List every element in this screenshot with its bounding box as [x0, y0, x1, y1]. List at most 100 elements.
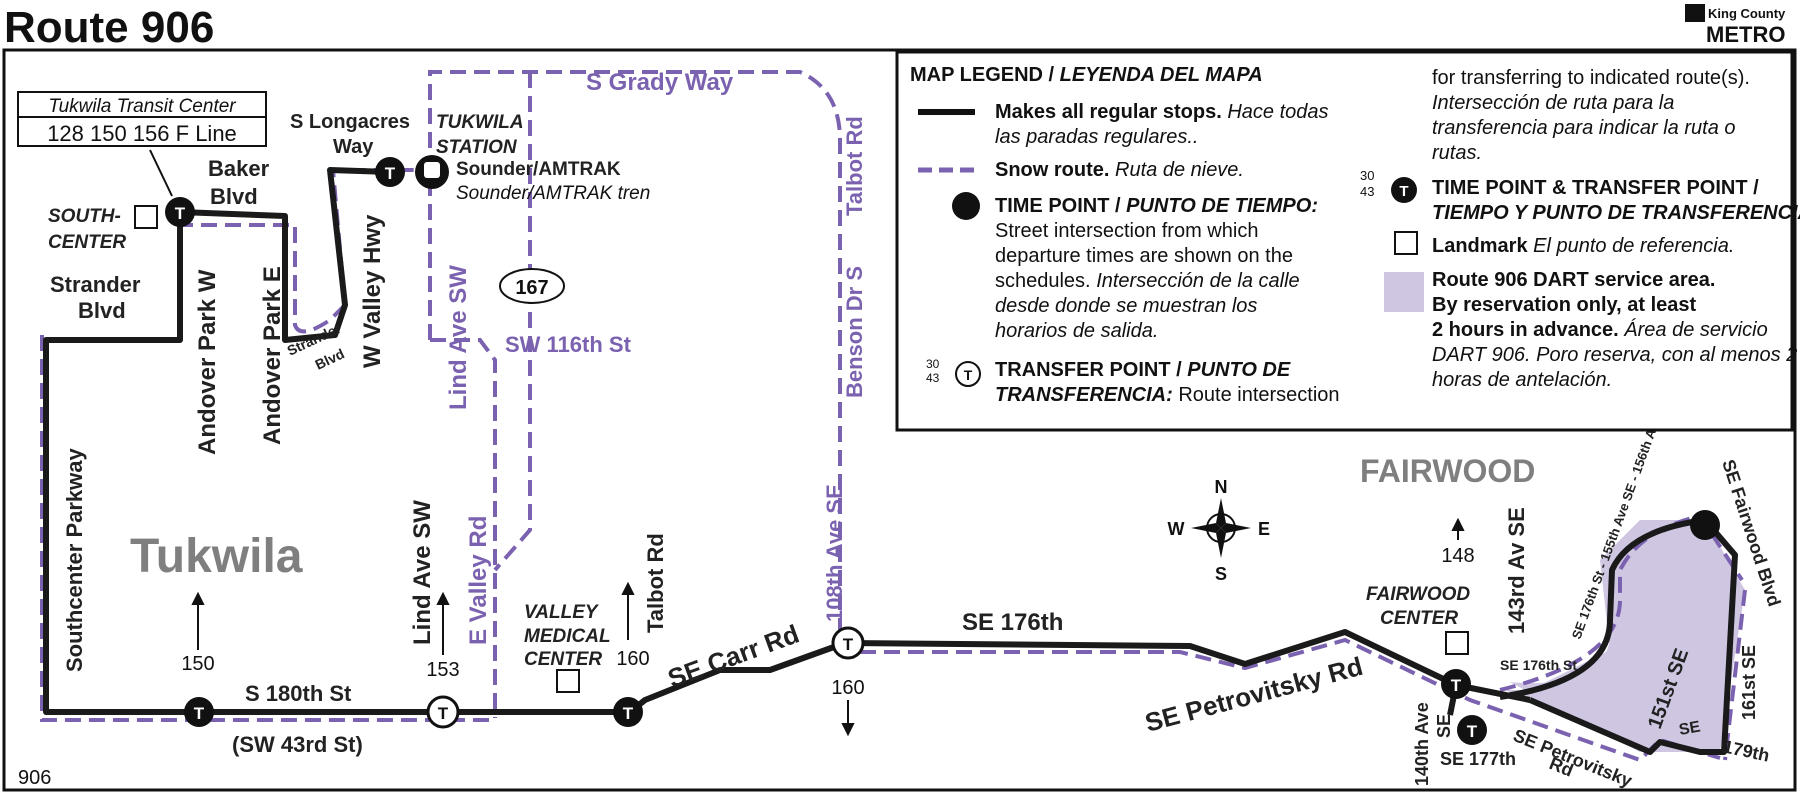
- area-tukwila: Tukwila: [130, 530, 303, 583]
- compass-arrow-e: [1221, 523, 1251, 533]
- street-talbot-bottom: Talbot Rd: [643, 533, 668, 633]
- street-140th-1: 140th Ave: [1412, 702, 1432, 786]
- legend-regular-1: Makes all regular stops. Hace todas: [995, 101, 1329, 123]
- street-se-small: SE: [1678, 718, 1702, 739]
- label-sounder-2: Sounder/AMTRAK tren: [456, 183, 650, 204]
- street-179th: 179th: [1721, 736, 1771, 765]
- timepoint-southcenter: [165, 197, 195, 227]
- snow-route-southcenter: [40, 335, 495, 722]
- legend-transfer-c1: for transferring to indicated route(s).: [1432, 67, 1750, 89]
- legend-title: MAP LEGEND / LEYENDA DEL MAPA: [910, 64, 1263, 86]
- arrow-160b-head: [841, 723, 855, 737]
- label-southcenter-2: CENTER: [48, 232, 126, 253]
- street-se-carr: SE Carr Rd: [664, 618, 803, 693]
- legend-transfer-r30: 30: [926, 357, 940, 371]
- legend-transfer-l2: TRANSFERENCIA: Route intersection: [995, 384, 1340, 406]
- transit-center-frame: [17, 91, 267, 147]
- t-icon: T: [843, 635, 854, 654]
- legend-tt-r43: 43: [1360, 184, 1374, 199]
- snow-route-andover: [177, 168, 430, 334]
- legend-transfer-c3: transferencia para indicar la ruta o: [1432, 117, 1736, 139]
- label-valley-3: CENTER: [524, 649, 602, 670]
- street-se-176th-st: SE 176th St: [1500, 657, 1577, 673]
- legend-timepoint-l2: departure times are shown on the: [995, 245, 1293, 267]
- legend-tt-1: TIME POINT & TRANSFER POINT /: [1432, 177, 1759, 199]
- snow-route-evalley: [493, 72, 532, 572]
- route-153: 153: [426, 659, 459, 681]
- landmark-valley-medical: [556, 669, 580, 693]
- map-frame: [2, 48, 1797, 792]
- street-baker-1: Baker: [208, 156, 270, 181]
- dart-service-area-fill: [1510, 522, 1742, 752]
- route-160-a: 160: [616, 648, 649, 670]
- legend-regular-2: las paradas regulares..: [995, 126, 1198, 148]
- route-150: 150: [181, 653, 214, 675]
- street-longacres-1: S Longacres: [290, 111, 410, 133]
- route-main: [43, 212, 1531, 715]
- street-longacres-2: Way: [333, 136, 374, 158]
- t-icon: T: [1467, 722, 1478, 741]
- compass-s: S: [1215, 564, 1227, 584]
- legend-tt-r30: 30: [1360, 168, 1374, 183]
- legend-timepoint-l1: Street intersection from which: [995, 220, 1258, 242]
- street-strander-2: Blvd: [78, 298, 126, 323]
- label-sounder-1: Sounder/AMTRAK: [456, 159, 621, 180]
- legend-transfer-c4: rutas.: [1432, 142, 1482, 164]
- area-fairwood: FAIRWOOD: [1360, 453, 1535, 489]
- t-icon: T: [438, 704, 449, 723]
- compass-n: N: [1215, 477, 1228, 497]
- logo-line2: METRO: [1706, 22, 1785, 47]
- timepoint-fairwood-center: [1441, 669, 1471, 699]
- street-e-valley: E Valley Rd: [465, 516, 492, 645]
- hwy-167-shield: [499, 268, 565, 304]
- legend-snow: Snow route. Ruta de nieve.: [995, 159, 1244, 181]
- street-benson: Benson Dr S: [842, 266, 867, 398]
- street-161st: 161st SE: [1739, 645, 1759, 720]
- route-code: 906: [18, 767, 51, 789]
- street-strander-1: Strander: [50, 272, 141, 297]
- stops: T T T T T T T T: [165, 155, 1720, 745]
- king-county-metro-logo: King County METRO: [1685, 4, 1786, 47]
- snow-route-lind: [430, 338, 497, 718]
- train-icon: [424, 162, 440, 178]
- label-tukwila-station-1: TUKWILA: [436, 112, 524, 133]
- compass-arrow-s: [1216, 528, 1226, 558]
- timepoint-talbot: [613, 697, 643, 727]
- transfer-lind: [426, 695, 460, 729]
- t-icon: T: [964, 367, 973, 383]
- legend-transfer-r43: 43: [926, 371, 940, 385]
- label-valley-1: VALLEY: [524, 602, 600, 623]
- t-icon: T: [385, 164, 396, 183]
- street-southcenter-pkwy: Southcenter Parkway: [62, 447, 87, 672]
- transit-center-box: Tukwila Transit Center 128 150 156 F Lin…: [17, 91, 267, 197]
- legend-landmark: Landmark El punto de referencia.: [1432, 235, 1734, 257]
- compass-w: W: [1168, 519, 1185, 539]
- legend-dart-icon: [1384, 272, 1424, 312]
- timepoint-longacres: [375, 157, 405, 187]
- compass-e: E: [1258, 519, 1270, 539]
- label-valley-2: MEDICAL: [524, 626, 611, 647]
- t-icon: T: [623, 704, 634, 723]
- snow-route-grady: [428, 70, 842, 640]
- map-legend: MAP LEGEND / LEYENDA DEL MAPA Makes all …: [895, 50, 1800, 432]
- t-icon: T: [194, 704, 205, 723]
- street-se-176th: SE 176th: [962, 609, 1063, 636]
- landmark-southcenter: [134, 205, 158, 229]
- timepoint-andover-180th: [184, 697, 214, 727]
- legend-tt-2: TIEMPO Y PUNTO DE TRANSFERENCIA: [1432, 202, 1800, 224]
- label-fairwood-center-2: CENTER: [1380, 608, 1458, 629]
- compass-arrow-w: [1191, 523, 1221, 533]
- arrow-148-head: [1451, 517, 1465, 531]
- snow-route-se176: [860, 637, 1721, 763]
- legend-transfer-title: TRANSFER POINT / PUNTO DE: [995, 359, 1291, 381]
- legend-transfer-c2: Intersección de ruta para la: [1432, 92, 1674, 114]
- street-sw-116th: SW 116th St: [505, 332, 632, 357]
- route-andover: [179, 167, 391, 343]
- t-icon: T: [175, 204, 186, 223]
- transit-center-name: Tukwila Transit Center: [48, 96, 236, 117]
- label-fairwood-center-1: FAIRWOOD: [1366, 584, 1470, 605]
- legend-dart-l4: DART 906. Poro reserva, con al menos 2: [1432, 344, 1797, 366]
- landmark-fairwood-center: [1445, 631, 1469, 655]
- street-140th-2: SE: [1434, 714, 1454, 738]
